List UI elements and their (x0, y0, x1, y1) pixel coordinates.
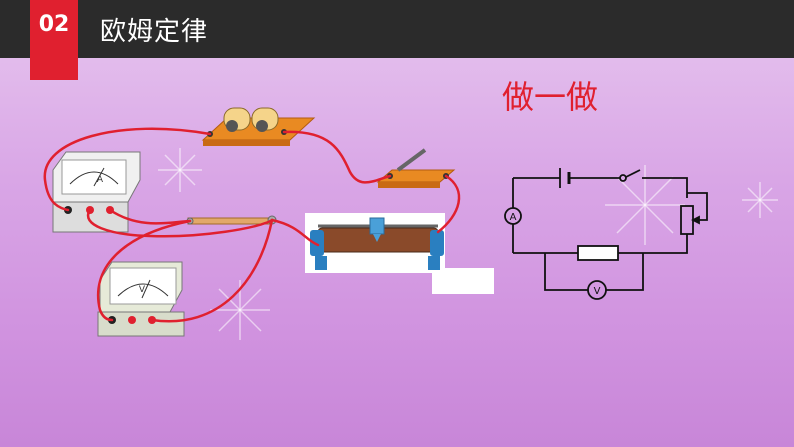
rheostat-device (305, 213, 445, 273)
switch-blade (625, 169, 641, 178)
section-badge-tip (30, 50, 78, 80)
schematic-ammeter-label: A (510, 212, 517, 223)
connecting-wires (43, 127, 461, 323)
schematic-voltmeter-label: V (594, 286, 601, 297)
resistor-rod (186, 215, 277, 225)
section-number: 02 (38, 12, 70, 37)
page-title: 欧姆定律 (100, 17, 209, 47)
ammeter-symbol: A (97, 175, 104, 185)
activity-title: 做一做 (502, 78, 599, 116)
switch-contact (619, 174, 627, 182)
circuit-schematic (504, 168, 708, 300)
knife-switch (376, 148, 456, 188)
voltmeter-symbol: V (139, 285, 146, 295)
background-sparkles (158, 148, 778, 340)
battery-holder (201, 107, 316, 146)
resistor-symbol (577, 245, 619, 261)
ammeter-device: A (52, 151, 141, 233)
header-bar (0, 0, 794, 58)
voltmeter-device: V (97, 261, 185, 337)
